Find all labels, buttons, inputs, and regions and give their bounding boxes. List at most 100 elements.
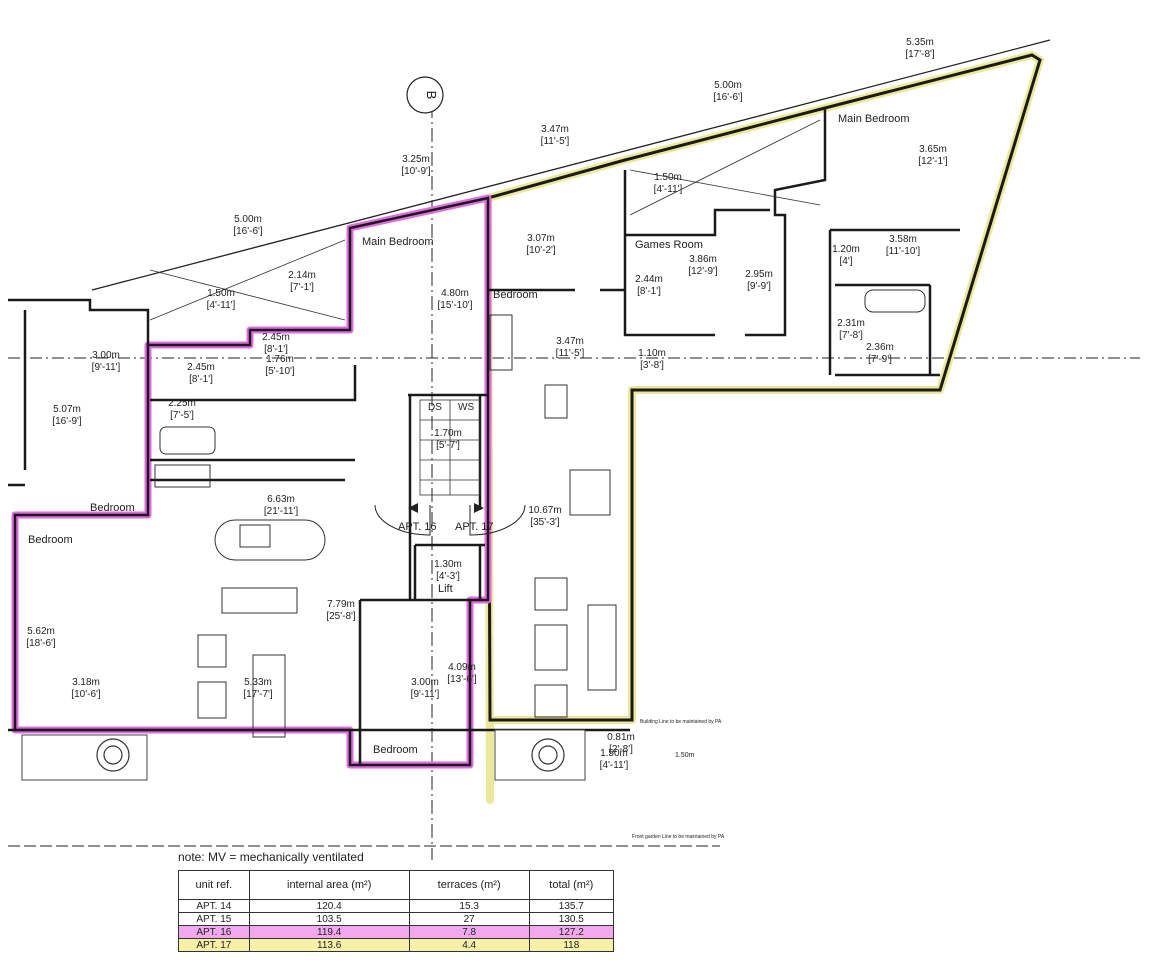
dimension-imperial: [4']: [839, 256, 852, 267]
dimension-imperial: [9'-11']: [411, 689, 440, 700]
dimension-metric: 1.50m: [207, 288, 235, 299]
dimension-metric: 2.44m: [635, 274, 663, 285]
dimension-metric: 2.95m: [745, 269, 773, 280]
cell-internal: 113.6: [248, 938, 410, 952]
dimension-imperial: [13'-6']: [447, 674, 477, 685]
cell-terraces: 27: [408, 912, 530, 926]
ventilation-note: note: MV = mechanically ventilated: [178, 850, 364, 864]
dimension-imperial: [11'-5']: [541, 136, 570, 147]
unit-area-table: unit ref. internal area (m²) terraces (m…: [178, 870, 615, 952]
table-header-row: unit ref. internal area (m²) terraces (m…: [178, 870, 615, 900]
cell-terraces: 7.8: [408, 925, 530, 939]
dimension-imperial: [11'-10']: [886, 246, 920, 257]
dimension-imperial: [11'-5']: [556, 348, 585, 359]
cell-internal: 103.5: [248, 912, 410, 926]
dimension-metric: 5.33m: [244, 677, 272, 688]
dimension-metric: 3.86m: [689, 254, 717, 265]
apt16-walls: [13, 196, 490, 767]
dimension-imperial: [25'-8']: [326, 611, 356, 622]
dimension-metric: 3.58m: [889, 234, 917, 245]
dimension-metric: 3.65m: [919, 144, 947, 155]
dimension-metric: 10.67m: [528, 505, 561, 516]
col-terraces: terraces (m²): [408, 870, 530, 900]
room-lift: Lift: [438, 583, 453, 595]
cell-total: 127.2: [528, 925, 615, 939]
dimension-metric: 2.36m: [866, 342, 894, 353]
col-internal-area: internal area (m²): [248, 870, 410, 900]
dimension-imperial: [8'-1']: [264, 344, 288, 355]
dimension-imperial: [7'-8']: [839, 330, 863, 341]
dimension-metric: 1.76m: [266, 354, 294, 365]
cell-total: 130.5: [528, 912, 615, 926]
side-150-note: 1.50m: [675, 752, 695, 759]
dimension-metric: 7.79m: [327, 599, 355, 610]
dimension-metric: 5.07m: [53, 404, 81, 415]
cell-total: 118: [528, 938, 615, 952]
dimension-imperial: [3'-8']: [640, 360, 664, 371]
room-bedroom-left-upper: Bedroom: [90, 502, 135, 514]
dimension-imperial: [5'-10']: [265, 366, 295, 377]
dimension-imperial: [8'-1']: [189, 374, 213, 385]
table-row: APT. 16 119.4 7.8 127.2: [178, 925, 615, 939]
dimension-imperial: [35'-3']: [530, 517, 560, 528]
stair-ds: DS: [428, 402, 442, 413]
room-main-bedroom-left: Main Bedroom: [362, 236, 434, 248]
dimension-metric: 3.07m: [527, 233, 555, 244]
cell-unit: APT. 16: [178, 925, 250, 939]
left-apt-walls: [8, 298, 630, 732]
cell-unit: APT. 17: [178, 938, 250, 952]
dimension-labels: 5.35m[17'-8']5.00m[16'-6']3.47m[11'-5']3…: [26, 37, 948, 771]
section-marker: [406, 76, 444, 114]
terrace-table-right: [531, 738, 565, 772]
dimension-metric: 2.45m: [262, 332, 290, 343]
cell-terraces: 4.4: [408, 938, 530, 952]
col-total: total (m²): [528, 870, 615, 900]
apt16-label: APT. 16: [398, 521, 437, 533]
section-marker-label: B: [424, 91, 439, 100]
stair: [419, 399, 481, 496]
dimension-metric: 2.45m: [187, 362, 215, 373]
dimension-metric: 4.09m: [448, 662, 476, 673]
dimension-metric: 1.50m: [654, 172, 682, 183]
dimension-metric: 3.47m: [556, 336, 584, 347]
dimension-metric: 1.70m: [434, 428, 462, 439]
cell-unit: APT. 15: [178, 912, 250, 926]
building-line-note: Building Line to be maintained by PA: [640, 719, 722, 725]
void-cross-left: [149, 239, 346, 321]
terrace-right: [494, 729, 586, 781]
dimension-imperial: [9'-11']: [92, 362, 121, 373]
dimension-metric: 1.50m: [600, 748, 628, 759]
dimension-metric: 5.00m: [234, 214, 262, 225]
dimension-imperial: [7'-5']: [170, 410, 194, 421]
dimension-imperial: [4'-11']: [600, 760, 629, 771]
dimension-metric: 3.25m: [402, 154, 430, 165]
dimension-metric: 1.20m: [832, 244, 860, 255]
dimension-metric: 5.35m: [906, 37, 934, 48]
cell-internal: 119.4: [248, 925, 410, 939]
dimension-metric: 1.30m: [434, 559, 462, 570]
dimension-metric: 5.62m: [27, 626, 55, 637]
dimension-imperial: [15'-10']: [438, 300, 473, 311]
dimension-imperial: [9'-9']: [747, 281, 771, 292]
cell-terraces: 15.3: [408, 899, 530, 913]
room-main-bedroom-right: Main Bedroom: [838, 113, 910, 125]
col-unit-ref: unit ref.: [178, 870, 250, 900]
table-row: APT. 14 120.4 15.3 135.7: [178, 899, 615, 913]
dimension-imperial: [16'-6']: [713, 92, 743, 103]
room-bedroom-mid: Bedroom: [493, 289, 538, 301]
apt17-outline: [484, 51, 1044, 804]
apt16-arrow: [408, 503, 418, 513]
dimension-imperial: [17'-7']: [243, 689, 273, 700]
dimension-imperial: [16'-6']: [233, 226, 263, 237]
dimension-imperial: [7'-1']: [290, 282, 314, 293]
dimension-imperial: [7'-9']: [868, 354, 892, 365]
dimension-imperial: [10'-2']: [526, 245, 556, 256]
dimension-metric: 2.31m: [837, 318, 865, 329]
apt17-walls: [486, 53, 1042, 722]
dimension-imperial: [16'-9']: [52, 416, 82, 427]
table-row: APT. 15 103.5 27 130.5: [178, 912, 615, 926]
stair-ws: WS: [458, 402, 474, 413]
cell-unit: APT. 14: [178, 899, 250, 913]
dimension-metric: 2.14m: [288, 270, 316, 281]
dimension-imperial: [21'-11']: [264, 506, 298, 517]
